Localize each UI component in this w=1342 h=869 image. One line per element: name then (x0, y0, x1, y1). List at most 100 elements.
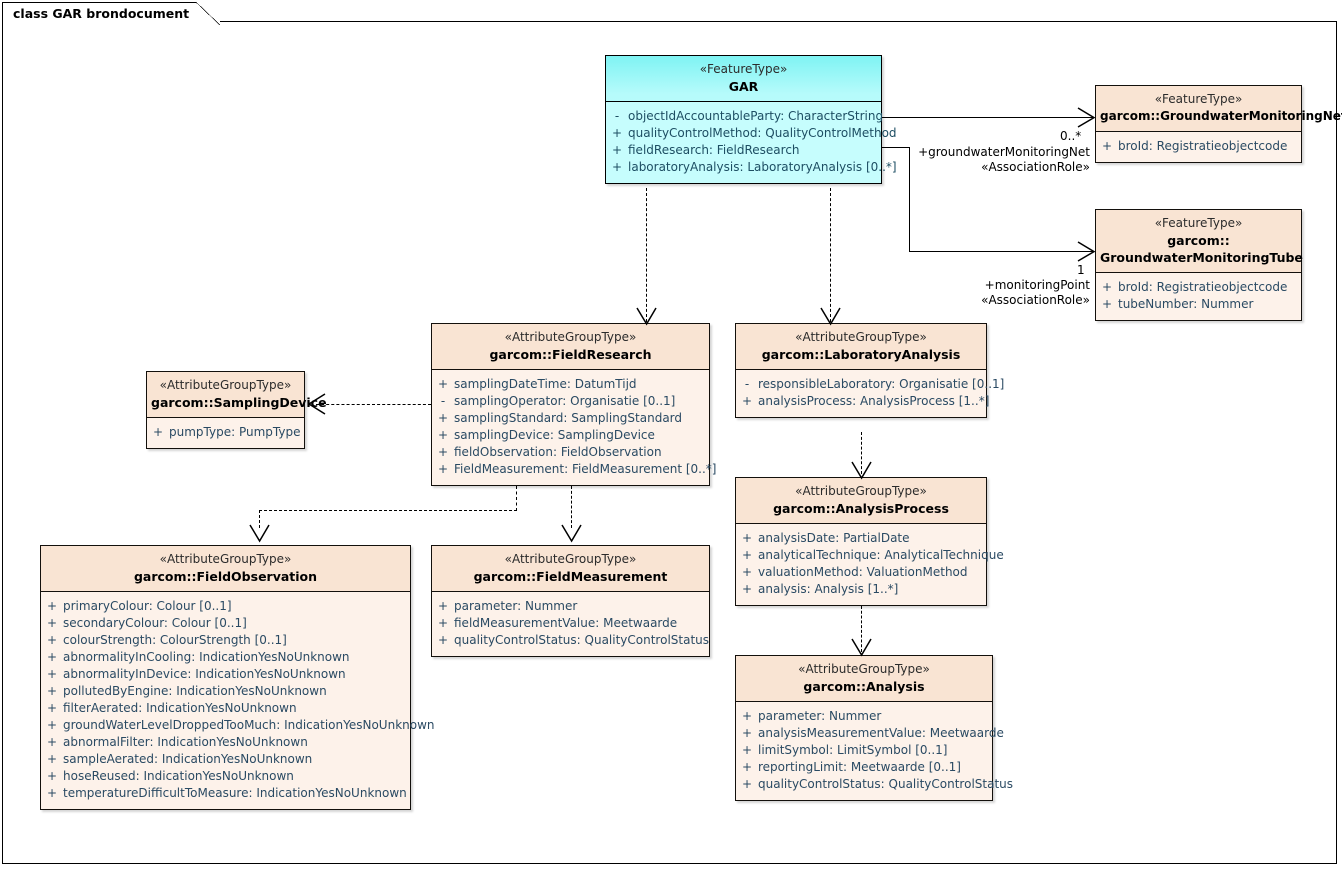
assoc-label-monitoring-net: +groundwaterMonitoringNet «AssociationRo… (845, 145, 1090, 175)
dep-line-fieldresearch-samplingdevice (316, 404, 431, 405)
attribute-text: abnormalFilter: IndicationYesNoUnknown (63, 735, 308, 749)
attribute-text: responsibleLaboratory: Organisatie [0..1… (758, 377, 1005, 391)
class-box-analysis-process[interactable]: «AttributeGroupType» garcom::AnalysisPro… (735, 477, 1004, 606)
attribute-row: + pumpType: PumpType (147, 424, 304, 441)
attribute-text: analysisProcess: AnalysisProcess [1..*] (758, 394, 990, 408)
dep-arrowhead-fieldmeasurement (560, 524, 584, 544)
attribute-visibility: + (46, 684, 58, 698)
assoc-arrowhead-monitoring-point (1077, 240, 1097, 264)
class-box-laboratory-analysis[interactable]: «AttributeGroupType» garcom::LaboratoryA… (735, 323, 1004, 418)
attribute-text: abnormalityInCooling: IndicationYesNoUnk… (63, 650, 350, 664)
attribute-row: + abnormalityInCooling: IndicationYesNoU… (41, 649, 410, 666)
class-box-field-research[interactable]: «AttributeGroupType» garcom::FieldResear… (431, 323, 717, 486)
dep-line-gar-laboratoryanalysis (830, 188, 831, 322)
class-header-analysis: «AttributeGroupType» garcom::Analysis (736, 656, 992, 702)
class-stereotype-analysis-process: «AttributeGroupType» (795, 484, 927, 498)
class-name-analysis: garcom::Analysis (803, 679, 925, 694)
attribute-row: - samplingOperator: Organisatie [0..1] (432, 393, 709, 410)
dep-line-fieldmeasurement (571, 486, 572, 528)
class-attributes-laboratory-analysis: - responsibleLaboratory: Organisatie [0.… (736, 370, 1004, 417)
class-attributes-field-observation: + primaryColour: Colour [0..1] + seconda… (41, 592, 435, 809)
attribute-visibility: + (1101, 297, 1113, 311)
class-attributes-groundwater-monitoring-net: + broId: Registratieobjectcode (1096, 132, 1301, 162)
class-box-gar[interactable]: «FeatureType» GAR - objectIdAccountableP… (605, 55, 897, 184)
attribute-visibility: + (1101, 139, 1113, 153)
assoc-line-monitoring-point-vertical (909, 147, 911, 252)
attribute-visibility: + (46, 769, 58, 783)
attribute-visibility: + (46, 599, 58, 613)
multiplicity-monitoring-point: 1 (1077, 263, 1085, 277)
attribute-visibility: + (437, 616, 449, 630)
attribute-row: + FieldMeasurement: FieldMeasurement [0.… (432, 461, 717, 478)
class-name-groundwater-monitoring-tube: garcom:: (1167, 233, 1230, 248)
attribute-visibility: + (741, 394, 753, 408)
class-header-field-measurement: «AttributeGroupType» garcom::FieldMeasur… (432, 546, 709, 592)
assoc-stereotype-monitoring-point: «AssociationRole» (981, 293, 1090, 307)
class-stereotype-gar: «FeatureType» (699, 62, 788, 76)
class-stereotype-sampling-device: «AttributeGroupType» (159, 378, 292, 392)
class-name-groundwater-monitoring-net: garcom::GroundwaterMonitoringNet (1100, 109, 1342, 123)
assoc-line-monitoring-point-stub (881, 147, 910, 149)
attribute-text: reportingLimit: Meetwaarde [0..1] (758, 760, 961, 774)
attribute-visibility: + (437, 411, 449, 425)
dep-line-gar-fieldresearch (646, 188, 647, 322)
class-stereotype-groundwater-monitoring-tube: «FeatureType» (1154, 216, 1243, 230)
attribute-visibility: + (437, 377, 449, 391)
attribute-visibility: + (741, 726, 753, 740)
class-header-field-research: «AttributeGroupType» garcom::FieldResear… (432, 324, 709, 370)
class-name-field-measurement: garcom::FieldMeasurement (473, 569, 668, 584)
class-header-gar: «FeatureType» GAR (606, 56, 881, 102)
attribute-text: hoseReused: IndicationYesNoUnknown (63, 769, 294, 783)
dep-line-fieldobservation-stub (516, 486, 517, 511)
class-box-sampling-device[interactable]: «AttributeGroupType» garcom::SamplingDev… (146, 371, 327, 449)
attribute-text: analysisMeasurementValue: Meetwaarde (758, 726, 1004, 740)
dep-line-analysisprocess (861, 432, 862, 474)
class-box-groundwater-monitoring-tube[interactable]: «FeatureType» garcom:: GroundwaterMonito… (1095, 209, 1303, 321)
attribute-visibility: + (1101, 280, 1113, 294)
attribute-row: + sampleAerated: IndicationYesNoUnknown (41, 751, 410, 768)
class-box-groundwater-monitoring-net[interactable]: «FeatureType» garcom::GroundwaterMonitor… (1095, 85, 1342, 163)
attribute-text: laboratoryAnalysis: LaboratoryAnalysis [… (628, 160, 897, 174)
attribute-text: samplingOperator: Organisatie [0..1] (454, 394, 676, 408)
attribute-text: sampleAerated: IndicationYesNoUnknown (63, 752, 313, 766)
dep-arrowhead-analysisprocess (850, 461, 874, 481)
class-box-analysis[interactable]: «AttributeGroupType» garcom::Analysis + … (735, 655, 1013, 801)
attribute-visibility: + (437, 445, 449, 459)
attribute-row: + analysisDate: PartialDate (736, 530, 986, 547)
class-box-field-observation[interactable]: «AttributeGroupType» garcom::FieldObserv… (40, 545, 435, 810)
attribute-visibility: - (440, 394, 446, 408)
attribute-row: + reportingLimit: Meetwaarde [0..1] (736, 759, 992, 776)
attribute-text: primaryColour: Colour [0..1] (63, 599, 232, 613)
class-box-field-measurement[interactable]: «AttributeGroupType» garcom::FieldMeasur… (431, 545, 710, 657)
class-name-sampling-device: garcom::SamplingDevice (151, 395, 327, 410)
attribute-row: + secondaryColour: Colour [0..1] (41, 615, 410, 632)
attribute-row: + samplingDateTime: DatumTijd (432, 376, 709, 393)
attribute-row: + tubeNumber: Nummer (1096, 296, 1301, 313)
attribute-text: analyticalTechnique: AnalyticalTechnique (758, 548, 1004, 562)
attribute-visibility: + (741, 709, 753, 723)
attribute-row: + limitSymbol: LimitSymbol [0..1] (736, 742, 992, 759)
attribute-row: + parameter: Nummer (736, 708, 992, 725)
attribute-text: tubeNumber: Nummer (1118, 297, 1254, 311)
class-stereotype-field-research: «AttributeGroupType» (504, 330, 637, 344)
attribute-text: objectIdAccountableParty: CharacterStrin… (628, 109, 884, 123)
dep-arrowhead-samplingdevice (304, 393, 328, 415)
attribute-text: pumpType: PumpType (169, 425, 301, 439)
attribute-visibility: + (46, 752, 58, 766)
attribute-row: + valuationMethod: ValuationMethod (736, 564, 986, 581)
attribute-visibility: - (614, 109, 620, 123)
attribute-visibility: + (741, 548, 753, 562)
attribute-text: FieldMeasurement: FieldMeasurement [0..*… (454, 462, 717, 476)
attribute-row: + broId: Registratieobjectcode (1096, 138, 1301, 155)
attribute-text: parameter: Nummer (454, 599, 578, 613)
attribute-text: colourStrength: ColourStrength [0..1] (63, 633, 287, 647)
attribute-text: temperatureDifficultToMeasure: Indicatio… (63, 786, 407, 800)
attribute-text: analysisDate: PartialDate (758, 531, 910, 545)
attribute-visibility: - (744, 377, 750, 391)
attribute-text: valuationMethod: ValuationMethod (758, 565, 968, 579)
attribute-row: + fieldResearch: FieldResearch (606, 142, 881, 159)
dep-arrowhead-analysis (850, 638, 874, 658)
attribute-row: + colourStrength: ColourStrength [0..1] (41, 632, 410, 649)
attribute-text: abnormalityInDevice: IndicationYesNoUnkn… (63, 667, 346, 681)
attribute-row: + laboratoryAnalysis: LaboratoryAnalysis… (606, 159, 897, 176)
